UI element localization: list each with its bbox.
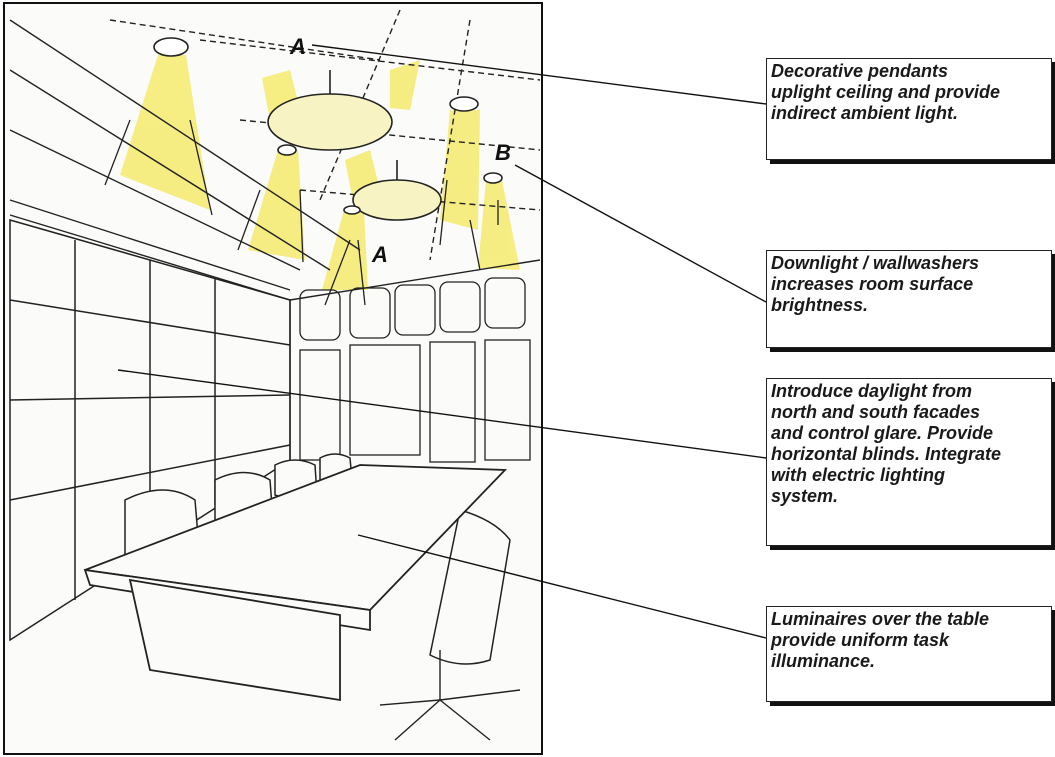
leader-line-2 [515, 165, 766, 302]
callout-text: Luminaires over the table provide unifor… [771, 609, 1045, 672]
marker-b: B [495, 140, 511, 165]
callout-decorative-pendants: Decorative pendants uplight ceiling and … [766, 58, 1052, 160]
callout-text: Introduce daylight from north and south … [771, 381, 1045, 507]
callout-daylight: Introduce daylight from north and south … [766, 378, 1052, 546]
callout-text: Decorative pendants uplight ceiling and … [771, 61, 1045, 124]
pendant-upper [268, 94, 392, 150]
marker-a-mid: A [371, 242, 388, 267]
callout-task-luminaires: Luminaires over the table provide unifor… [766, 606, 1052, 702]
callout-text: Downlight / wallwashers increases room s… [771, 253, 1045, 316]
pendant-lower [353, 180, 441, 220]
marker-a-top: A [289, 34, 306, 59]
callout-downlight-wallwashers: Downlight / wallwashers increases room s… [766, 250, 1052, 348]
